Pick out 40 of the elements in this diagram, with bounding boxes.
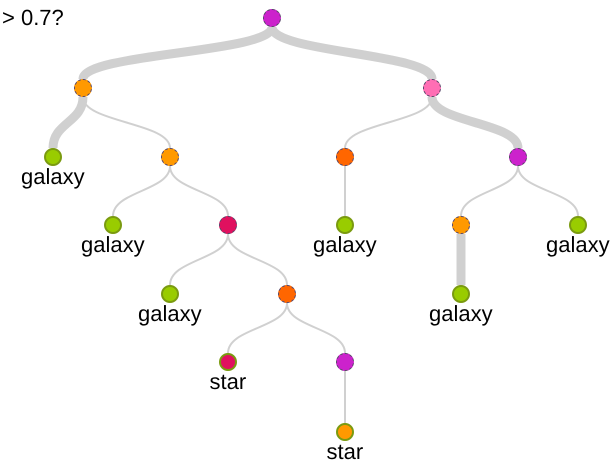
tree-branch: [169, 234, 229, 286]
class-label: galaxy: [429, 302, 493, 326]
tree-branch: [517, 166, 579, 216]
class-label: galaxy: [138, 302, 202, 326]
leaf-node: [569, 216, 587, 234]
tree-branch: [286, 302, 346, 354]
class-label: galaxy: [21, 165, 85, 189]
leaf-node: [336, 423, 354, 441]
class-label: galaxy: [546, 233, 610, 257]
split-condition: > 0.7?: [2, 6, 64, 30]
class-label: star: [210, 370, 246, 394]
leaf-node: [452, 285, 470, 303]
split-node: [423, 79, 441, 97]
tree-branch: [169, 166, 229, 216]
split-node: [336, 148, 354, 166]
split-node: [278, 285, 296, 303]
split-node: [263, 9, 281, 27]
class-label: galaxy: [313, 233, 377, 257]
leaf-node: [104, 216, 122, 234]
tree-branch: [48, 96, 88, 148]
split-node: [161, 148, 179, 166]
tree-branch: [428, 96, 522, 150]
split-node: [336, 353, 354, 371]
split-node: [509, 148, 527, 166]
split-node: [452, 216, 470, 234]
tree-branch: [227, 234, 288, 286]
split-node: [74, 79, 92, 97]
split-node: [219, 216, 237, 234]
class-label: galaxy: [81, 233, 145, 257]
tree-branch: [112, 166, 171, 216]
leaf-node: [161, 285, 179, 303]
tree-branch: [460, 166, 519, 216]
class-label: star: [326, 440, 364, 464]
tree-branch: [344, 166, 346, 216]
leaf-node: [219, 353, 237, 371]
leaf-node: [336, 216, 354, 234]
tree-branch: [227, 302, 288, 354]
tree-branch: [456, 234, 466, 285]
tree-branch: [344, 371, 346, 423]
leaf-node: [44, 148, 62, 166]
